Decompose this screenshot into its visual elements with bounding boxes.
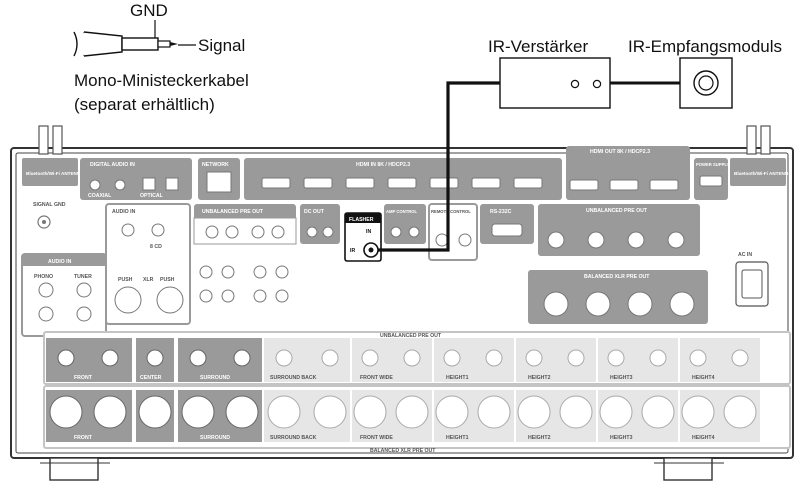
xlr-jack <box>396 396 428 428</box>
cable-note: (separat erhältlich) <box>74 95 215 114</box>
audio-in-xlr-section <box>106 204 190 324</box>
hdmi-out-label: HDMI OUT 8K / HDCP2.3 <box>590 149 650 155</box>
rca-jack <box>147 350 163 366</box>
ir-amplifier-box <box>500 58 610 108</box>
channel-surround-back-label: SURROUND BACK <box>270 375 317 381</box>
rca-jack <box>690 350 706 366</box>
xlr-label: XLR <box>143 277 154 283</box>
ir-amplifier-label: IR-Verstärker <box>488 37 588 56</box>
flasher-in-label: IN <box>366 229 371 235</box>
gnd-label: GND <box>130 1 168 20</box>
xlr-jack <box>600 396 632 428</box>
channel-height2-label: HEIGHT2 <box>528 375 551 381</box>
xlr-jack <box>682 396 714 428</box>
rca-jack <box>526 350 542 366</box>
xlr-jack <box>478 396 510 428</box>
xlr-front-label: FRONT <box>74 435 93 441</box>
xlr-jack <box>94 396 126 428</box>
rs232c-label: RS-232C <box>490 209 512 215</box>
hdmi-in-label: HDMI IN 8K / HDCP2.3 <box>356 162 410 168</box>
optical-label: OPTICAL <box>140 193 164 199</box>
ir-label: IR <box>350 248 355 254</box>
ac-in-section <box>736 262 768 306</box>
rca-jack <box>732 350 748 366</box>
xlr-jack <box>182 396 214 428</box>
antenna-right-label: Bluetooth/Wi-Fi ANTENNA <box>734 171 792 176</box>
xlr-jack <box>50 396 82 428</box>
audio-in-top-label: AUDIO IN <box>112 209 136 215</box>
flasher-label: FLASHER <box>349 217 374 223</box>
push-label-2: PUSH <box>160 277 175 283</box>
rca-jack <box>362 350 378 366</box>
xlr-jack <box>724 396 756 428</box>
rca-jack <box>58 350 74 366</box>
xlr-jack <box>518 396 550 428</box>
rca-jack <box>568 350 584 366</box>
ir-receiver-box <box>680 58 732 108</box>
channel-center-label: CENTER <box>140 375 162 381</box>
antenna-left-label: Bluetooth/Wi-Fi ANTENNA <box>26 171 84 176</box>
xlr-jack <box>560 396 592 428</box>
rca-jack <box>650 350 666 366</box>
phono-label: PHONO <box>34 274 53 280</box>
signal-label: Signal <box>198 36 245 55</box>
xlr-jack <box>314 396 346 428</box>
channel-height4-label: HEIGHT4 <box>692 375 715 381</box>
channel-height1-label: HEIGHT1 <box>446 375 469 381</box>
xlr-front-wide-label: FRONT WIDE <box>360 435 393 441</box>
signal-gnd-section <box>38 216 50 228</box>
rca-jack <box>276 350 292 366</box>
rca-jack <box>444 350 460 366</box>
xlr-jack <box>354 396 386 428</box>
coaxial-label: COAXIAL <box>88 193 112 199</box>
dc-out-label: DC OUT <box>304 209 325 215</box>
xlr-jack <box>268 396 300 428</box>
rca-jack <box>234 350 250 366</box>
xlr-surround-back-label: SURROUND BACK <box>270 435 317 441</box>
rca-jack <box>486 350 502 366</box>
unbalanced-pre-out-right-label: UNBALANCED PRE OUT <box>586 208 648 214</box>
rca-jack <box>102 350 118 366</box>
signal-gnd-label: SIGNAL GND <box>33 202 66 208</box>
rca-jack <box>190 350 206 366</box>
wide-balanced-label: BALANCED XLR PRE OUT <box>370 448 436 454</box>
cd-label: 8 CD <box>150 244 162 250</box>
network-label: NETWORK <box>202 162 229 168</box>
ir-receiver-label: IR-Empfangsmoduls <box>628 37 782 56</box>
channel-height3-label: HEIGHT3 <box>610 375 633 381</box>
rca-jack <box>322 350 338 366</box>
rca-jack <box>608 350 624 366</box>
xlr-height2-label: HEIGHT2 <box>528 435 551 441</box>
xlr-jack <box>436 396 468 428</box>
tuner-label: TUNER <box>74 274 92 280</box>
digital-audio-in-label: DIGITAL AUDIO IN <box>90 162 135 168</box>
ac-in-label: AC IN <box>738 252 752 258</box>
channel-front-label: FRONT <box>74 375 93 381</box>
audio-in-section <box>22 254 106 336</box>
xlr-height1-label: HEIGHT1 <box>446 435 469 441</box>
mono-mini-plug-cable <box>74 20 196 56</box>
power-supply-label: POWER SUPPLY <box>696 162 730 167</box>
amp-control-label: AMP CONTROL <box>386 209 418 214</box>
xlr-height4-label: HEIGHT4 <box>692 435 715 441</box>
xlr-jack <box>226 396 258 428</box>
remote-control-label: REMOTE CONTROL <box>431 209 471 214</box>
audio-in-label: AUDIO IN <box>48 259 72 265</box>
push-label-1: PUSH <box>118 277 133 283</box>
xlr-surround-label: SURROUND <box>200 435 230 441</box>
channel-front-wide-label: FRONT WIDE <box>360 375 393 381</box>
cable-title: Mono-Ministeckerkabel <box>74 71 249 90</box>
balanced-xlr-right-label: BALANCED XLR PRE OUT <box>584 274 650 280</box>
rca-jack <box>404 350 420 366</box>
xlr-height3-label: HEIGHT3 <box>610 435 633 441</box>
channel-surround-label: SURROUND <box>200 375 230 381</box>
xlr-jack <box>139 396 171 428</box>
unbalanced-pre-out-top-label: UNBALANCED PRE OUT <box>202 209 264 215</box>
xlr-jack <box>642 396 674 428</box>
wide-unbalanced-label: UNBALANCED PRE OUT <box>380 333 442 339</box>
